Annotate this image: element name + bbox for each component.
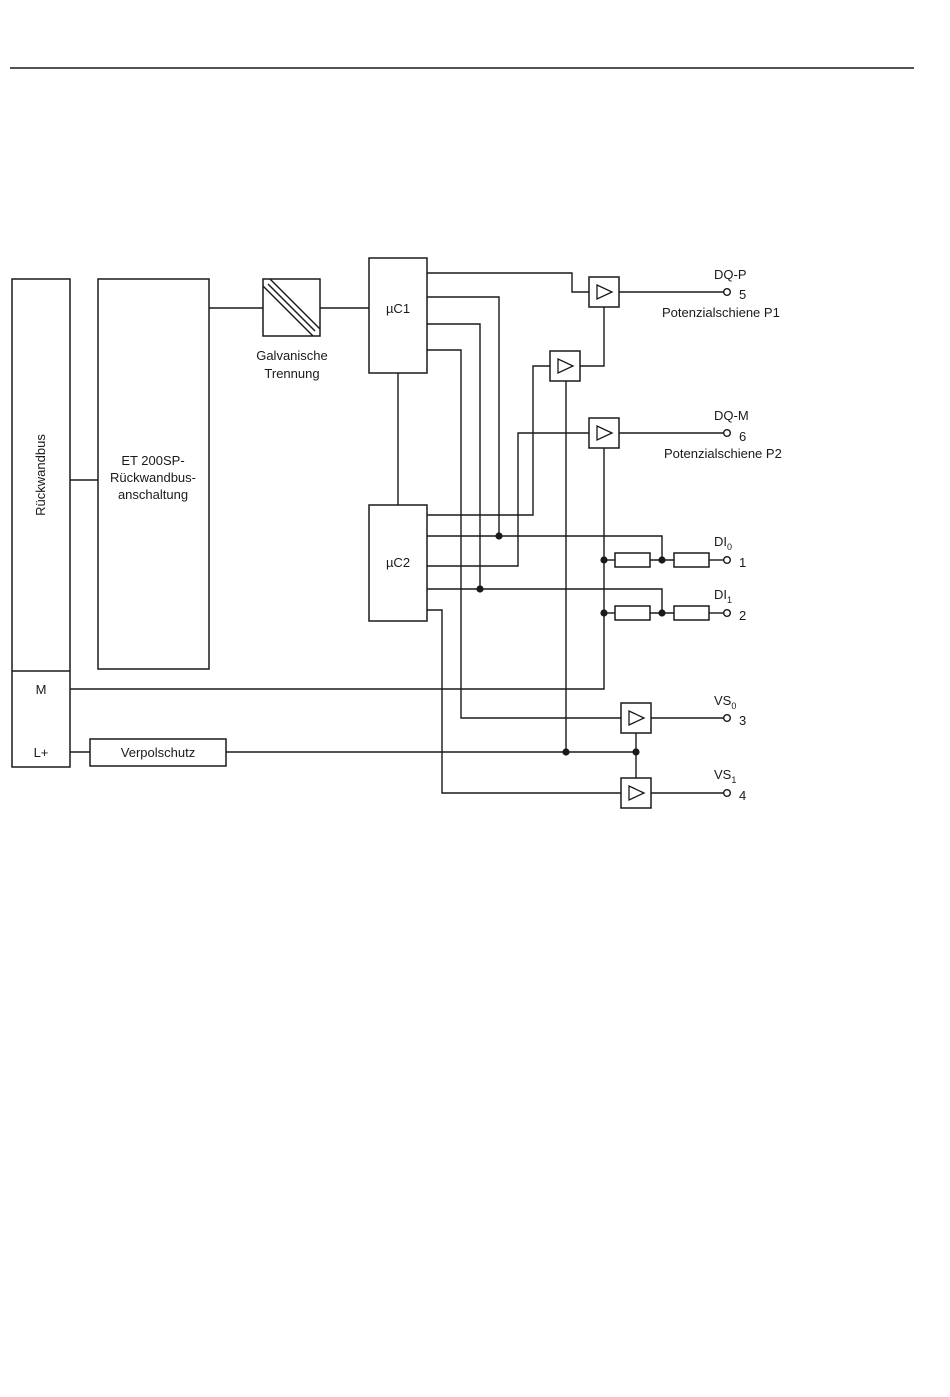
terminal-di0: DI0 1: [714, 534, 746, 570]
galvanic-label-line1: Galvanische: [256, 348, 328, 363]
backplane-bus-block: Rückwandbus M L+: [12, 279, 70, 767]
amplifier-vs0: [621, 703, 651, 733]
terminal-vs1-name: VS1: [714, 767, 736, 785]
galvanic-label-line2: Trennung: [264, 366, 319, 381]
resistor: [674, 553, 709, 567]
backplane-bus-label: Rückwandbus: [33, 434, 48, 516]
resistor: [615, 606, 650, 620]
junction-dot: [562, 748, 569, 755]
amplifier-vs1: [621, 778, 651, 808]
amplifier-dqp: [589, 277, 619, 307]
resistor: [615, 553, 650, 567]
galvanic-isolation-block: Galvanische Trennung: [256, 279, 328, 381]
reverse-polarity-label: Verpolschutz: [121, 745, 195, 760]
terminal-vs0-number: 3: [739, 713, 746, 728]
junction-dot: [658, 609, 665, 616]
terminal-dqm: DQ-M 6 Potenzialschiene P2: [664, 408, 782, 461]
terminal-di0-name: DI0: [714, 534, 732, 552]
terminal-vs1: VS1 4: [714, 767, 746, 803]
terminal-vs1-number: 4: [739, 788, 746, 803]
uc2-label: µC2: [386, 555, 410, 570]
junction-dot: [476, 585, 483, 592]
terminal-di1-number: 2: [739, 608, 746, 623]
uc1-label: µC1: [386, 301, 410, 316]
terminal-dqp-number: 5: [739, 287, 746, 302]
et200sp-label-line2: Rückwandbus-: [110, 470, 196, 485]
terminal-vs0-name: VS0: [714, 693, 736, 711]
lplus-label: L+: [34, 745, 49, 760]
terminal-dqp-rail: Potenzialschiene P1: [662, 305, 780, 320]
et200sp-block: ET 200SP- Rückwandbus- anschaltung: [98, 279, 209, 669]
amplifier-dqm: [589, 418, 619, 448]
terminal-di0-number: 1: [739, 555, 746, 570]
terminal-di1-name: DI1: [714, 587, 732, 605]
uc1-block: µC1: [369, 258, 427, 373]
terminal-vs0: VS0 3: [714, 693, 746, 728]
terminal-dqp: DQ-P 5 Potenzialschiene P1: [662, 267, 780, 320]
et200sp-label-line1: ET 200SP-: [121, 453, 184, 468]
resistor: [674, 606, 709, 620]
terminal-dqm-name: DQ-M: [714, 408, 749, 423]
reverse-polarity-block: Verpolschutz: [90, 739, 226, 766]
junction-dot: [600, 556, 607, 563]
terminal-dqm-rail: Potenzialschiene P2: [664, 446, 782, 461]
m-label: M: [36, 682, 47, 697]
junction-dot: [600, 609, 607, 616]
et200sp-label-line3: anschaltung: [118, 487, 188, 502]
junction-dot: [658, 556, 665, 563]
terminal-dqm-number: 6: [739, 429, 746, 444]
terminal-di1: DI1 2: [714, 587, 746, 623]
uc2-block: µC2: [369, 505, 427, 621]
junction-dot: [632, 748, 639, 755]
terminal-dqp-name: DQ-P: [714, 267, 747, 282]
junction-dot: [495, 532, 502, 539]
amplifier-intermediate: [550, 351, 580, 381]
